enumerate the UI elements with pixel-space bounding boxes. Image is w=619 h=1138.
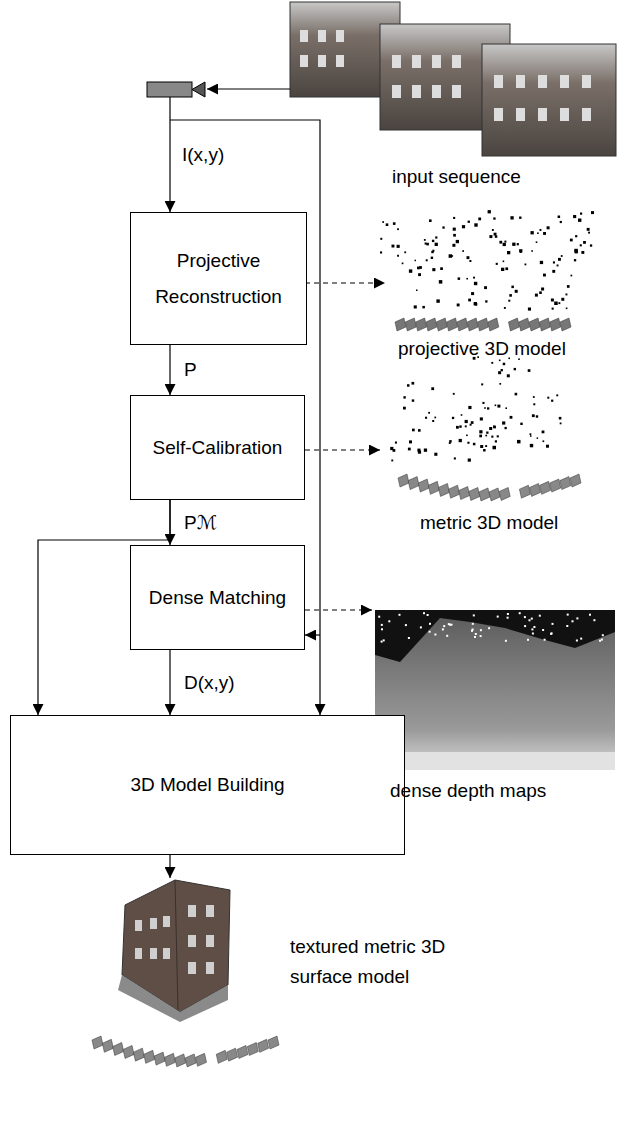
camera-row <box>398 474 581 501</box>
input-arrow <box>207 88 290 89</box>
point-cloud <box>380 210 594 311</box>
caption-label: I(x,y) <box>182 144 224 166</box>
caption-label: metric 3D model <box>420 512 558 534</box>
box-label: 3D Model Building <box>122 767 292 803</box>
camera-symbol <box>147 82 205 97</box>
process-box: Projective Reconstruction <box>130 212 307 345</box>
flow-arrow <box>169 345 170 395</box>
caption-label: projective 3D model <box>398 338 566 360</box>
edge-label: P <box>182 359 199 381</box>
box-label: Dense Matching <box>141 580 294 616</box>
camera-row <box>395 318 571 331</box>
process-box: Self-Calibration <box>130 395 305 500</box>
depth-map <box>375 610 615 770</box>
box-label: Projective Reconstruction <box>131 243 306 315</box>
input-photo <box>482 44 616 156</box>
flow-arrow <box>169 650 170 715</box>
caption-label: input sequence <box>392 166 521 188</box>
textured-model <box>118 880 230 1022</box>
caption-label: dense depth maps <box>390 780 546 802</box>
box-label: Self-Calibration <box>145 430 291 466</box>
caption-label: textured metric 3D surface model <box>290 932 460 992</box>
point-cloud <box>390 356 561 461</box>
camera-row <box>92 1036 279 1067</box>
edge-label: D(x,y) <box>182 672 237 694</box>
output-arrow <box>169 855 170 878</box>
process-box: 3D Model Building <box>10 715 405 855</box>
process-box: Dense Matching <box>130 545 305 650</box>
edge-label: Pℳ <box>182 512 219 534</box>
output-arrow <box>305 283 385 610</box>
